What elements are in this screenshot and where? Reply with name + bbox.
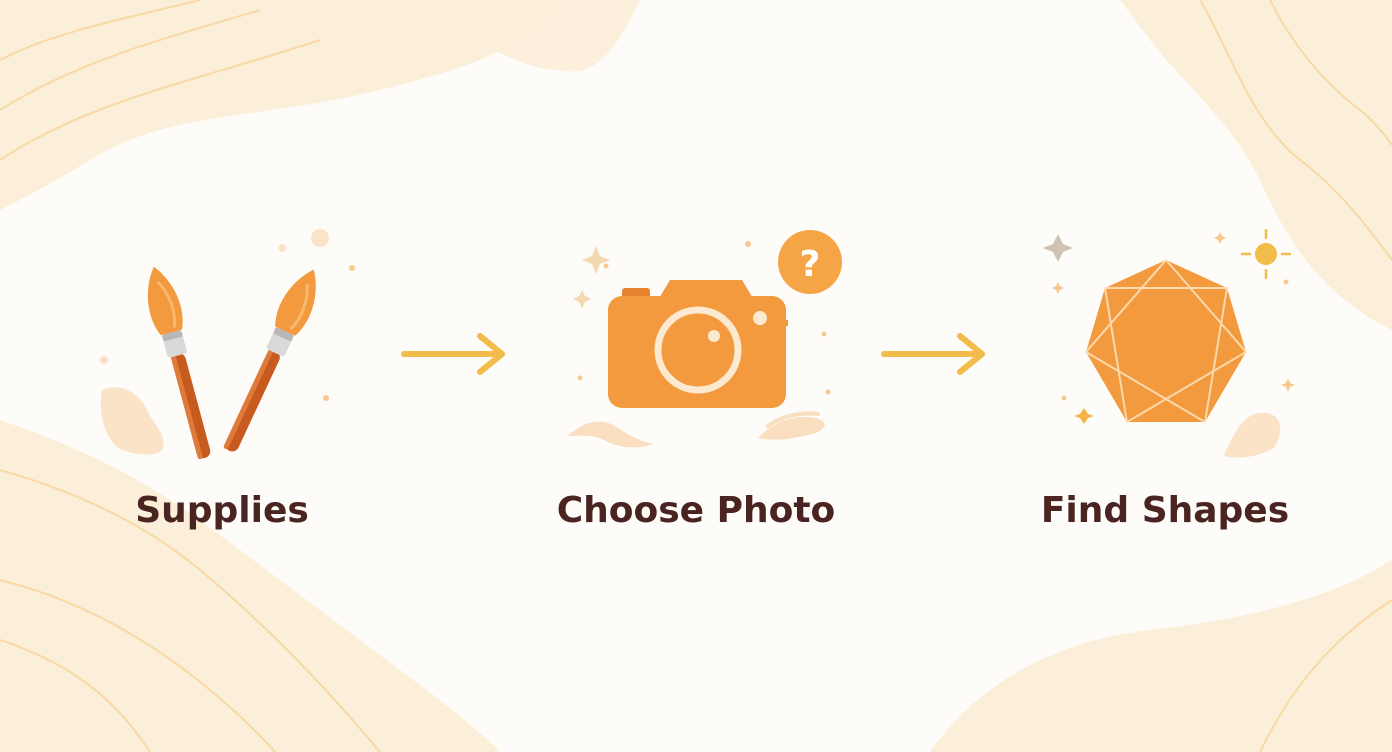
step-label-supplies: Supplies <box>135 490 309 531</box>
step-label-choose-photo: Choose Photo <box>556 490 836 531</box>
heptagon-shape-icon <box>1043 228 1295 458</box>
svg-text:?: ? <box>800 244 821 285</box>
camera-icon: ? <box>568 230 842 448</box>
paintbrushes-icon <box>100 229 355 460</box>
arrow-right-icon <box>881 333 985 375</box>
arrow-right-icon <box>401 333 505 375</box>
step-label-find-shapes: Find Shapes <box>1040 490 1290 531</box>
